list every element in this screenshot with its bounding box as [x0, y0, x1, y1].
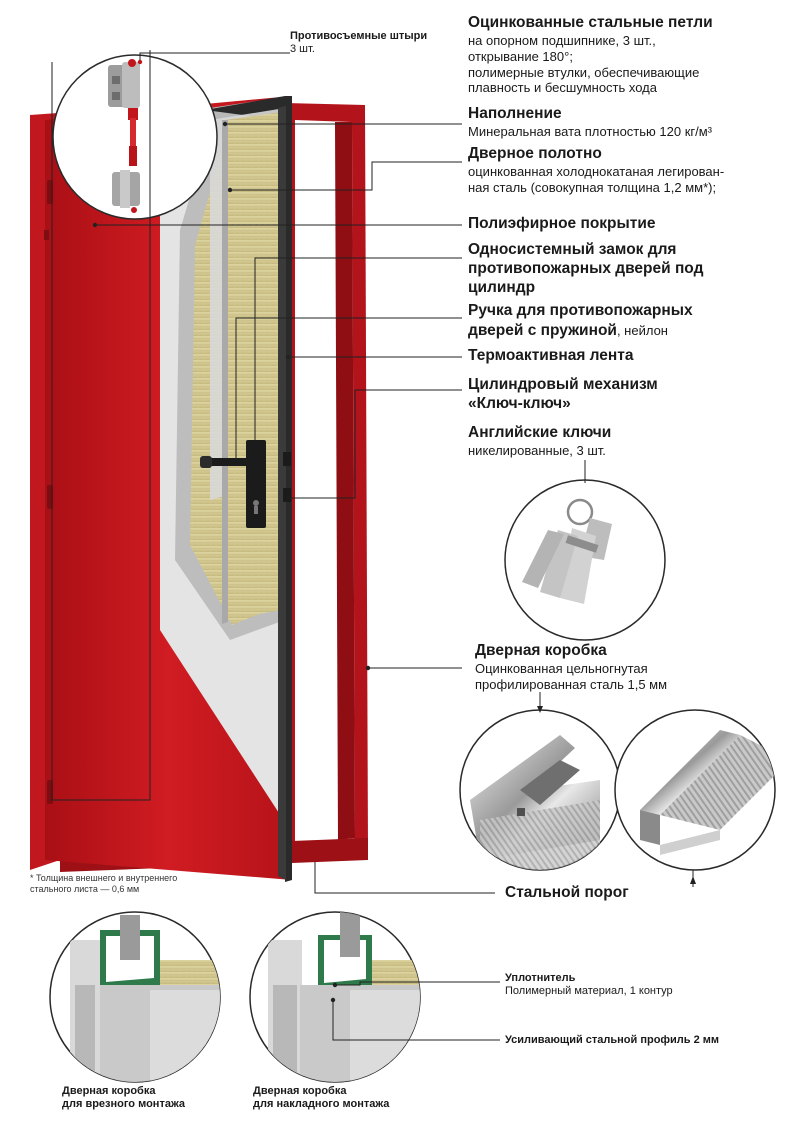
frame-section-icon [70, 915, 220, 1082]
key-bunch-icon [522, 498, 612, 604]
feature-title: Термоактивная лента [468, 347, 634, 364]
feature-keys: Английские ключи никелированные, 3 шт. [468, 424, 793, 459]
feature-title: Английские ключи [468, 424, 612, 441]
hinge-detail-circle [52, 54, 218, 220]
footnote: * Толщина внешнего и внутреннего стально… [30, 873, 178, 894]
feature-hinges: Оцинкованные стальные петли на опорном п… [468, 14, 793, 96]
frame-section-icon [268, 912, 420, 1082]
hinge-icon [108, 59, 140, 213]
door-leaf [44, 96, 292, 882]
frame-label: Дверная коробка Оцинкованная цельногнута… [475, 642, 668, 692]
profile-label: Усиливающий стальной профиль 2 мм [505, 1034, 720, 1046]
feature-filling: Наполнение Минеральная вата плотностью 1… [468, 105, 793, 140]
mount-caption-inset: Дверная коробка для врезного монтажа [62, 1085, 185, 1111]
feature-title: Дверное полотно [468, 145, 602, 162]
leader-dots [92, 59, 696, 1003]
feature-title: Полиэфирное покрытие [468, 215, 656, 232]
mount-circle-overlay [249, 911, 421, 1083]
frame-profile-icon [470, 735, 600, 870]
feature-cylinder: Цилиндровый механизм «Ключ-ключ» [468, 376, 658, 412]
threshold-profile-circle [614, 709, 776, 871]
feature-title: Наполнение [468, 105, 562, 122]
feature-handle: Ручка для противопожарных дверей с пружи… [468, 302, 693, 339]
seal-label: Уплотнитель Полимерный материал, 1 конту… [505, 972, 673, 998]
keys-circle [504, 479, 666, 641]
threshold-label: Стальной порог [505, 884, 629, 901]
threshold-profile-icon [640, 730, 775, 855]
pins-label: Противосъемные штыри 3 шт. [290, 30, 428, 56]
feature-thermo-tape: Термоактивная лента [468, 347, 793, 366]
feature-lock: Односистемный замок для противопожарных … [468, 241, 704, 296]
feature-door-leaf: Дверное полотно оцинкованная холодноката… [468, 145, 793, 196]
mount-caption-overlay: Дверная коробка для накладного монтажа [253, 1085, 390, 1111]
feature-polyester: Полиэфирное покрытие [468, 215, 793, 234]
leader-lines [51, 50, 694, 1041]
frame-profile-circle [459, 709, 621, 871]
feature-title: Оцинкованные стальные петли [468, 14, 713, 31]
mount-circle-inset [49, 911, 221, 1083]
